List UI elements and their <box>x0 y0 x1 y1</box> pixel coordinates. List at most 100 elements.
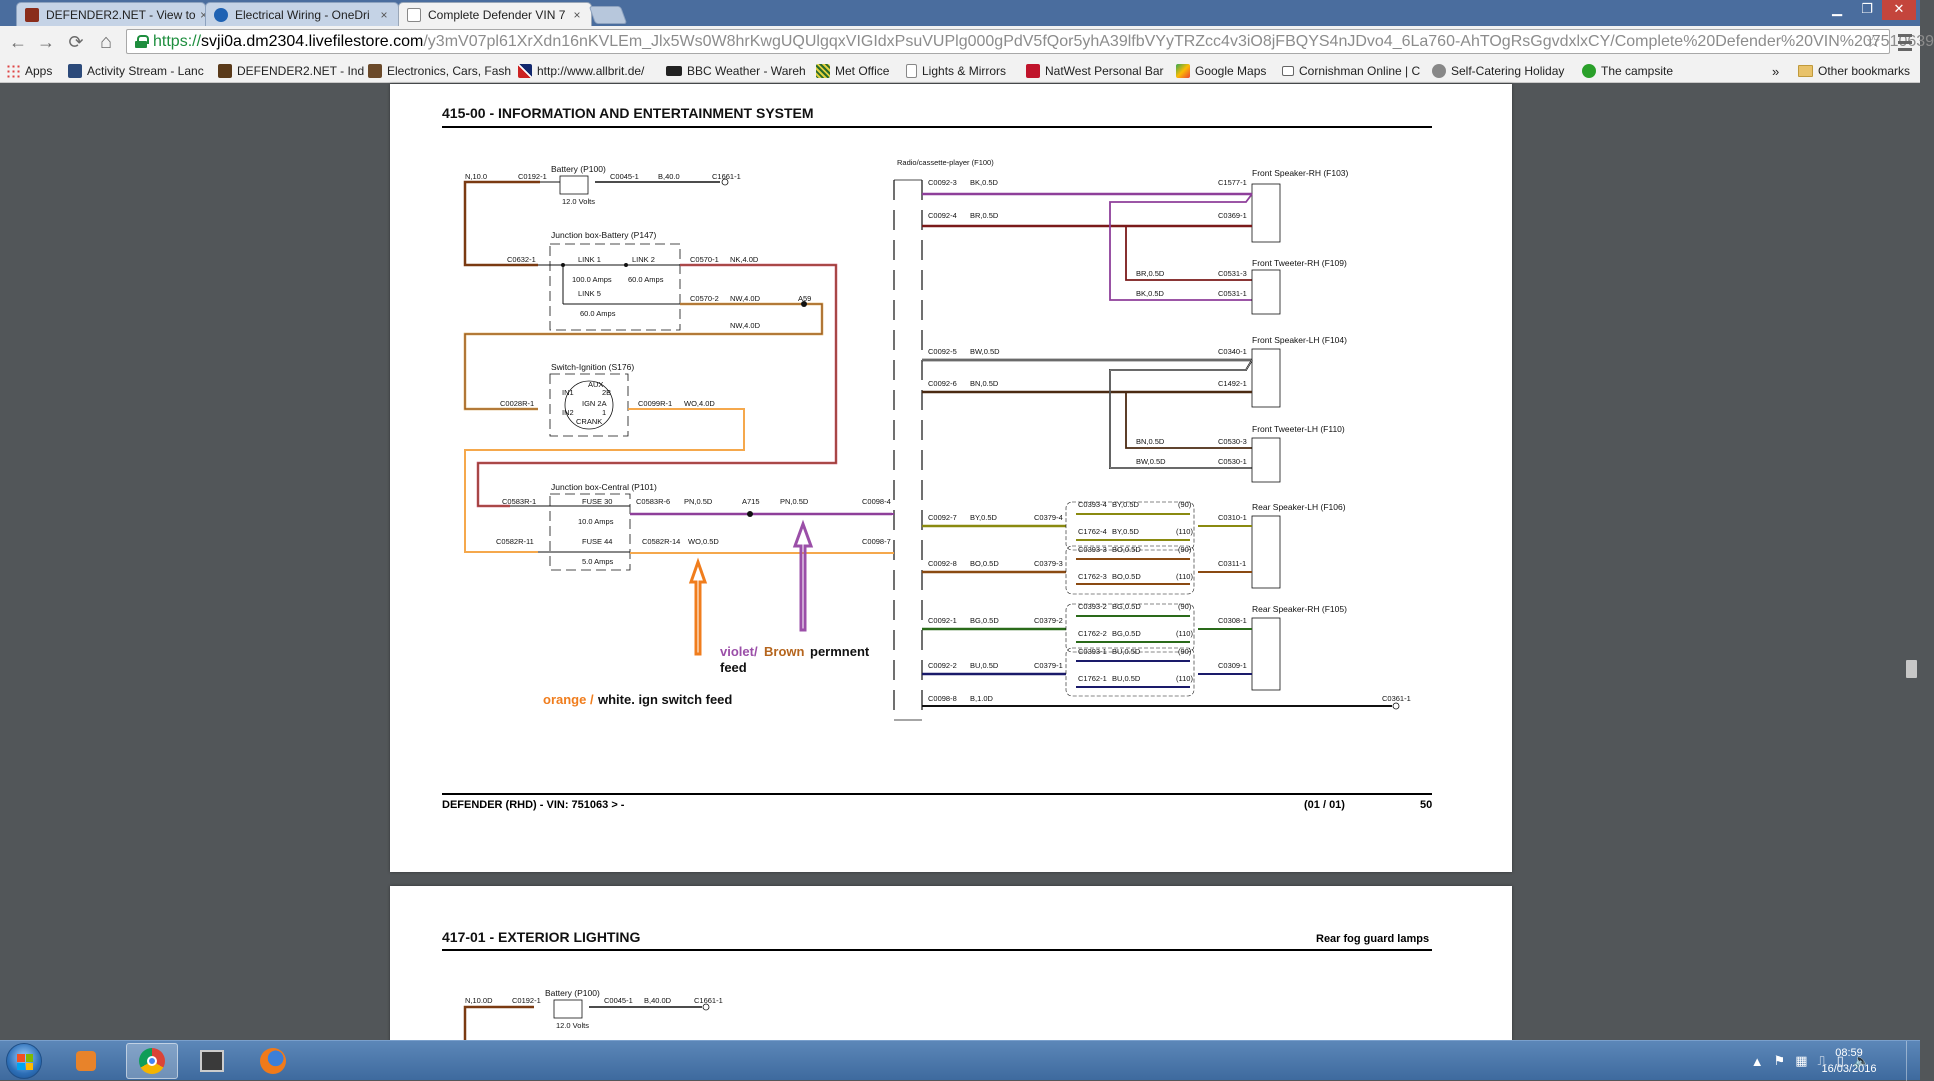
tab-strip: DEFENDER2.NET - View to × Electrical Wir… <box>0 0 1920 26</box>
wire-label: BR,0.5D <box>970 211 999 220</box>
wire-label: BK,0.5D <box>970 178 999 187</box>
bookmark-lights-mirrors[interactable]: Lights & Mirrors <box>906 62 1016 80</box>
network-icon[interactable]: ⎍ <box>1817 1053 1827 1068</box>
bookmarks-bar: Apps Activity Stream - Lanc DEFENDER2.NE… <box>0 58 1920 83</box>
tab-defender2[interactable]: DEFENDER2.NET - View to × <box>16 2 207 26</box>
taskbar-firefox[interactable] <box>248 1043 300 1079</box>
tray-expand-icon[interactable]: ▲ <box>1750 1053 1764 1069</box>
bookmark-met-office[interactable]: Met Office <box>816 62 906 80</box>
wire-label: BU,0.5D <box>1112 674 1141 683</box>
firefox-icon <box>260 1048 286 1074</box>
section-title: 415-00 - INFORMATION AND ENTERTAINMENT S… <box>442 105 814 121</box>
section-subtitle: Rear fog guard lamps <box>1316 933 1429 945</box>
connector-label: C0092-6 <box>928 379 957 388</box>
wire-length-label: (110) <box>1176 527 1193 536</box>
bookmark-star-icon[interactable]: ☆ <box>1865 32 1881 51</box>
site-icon <box>816 64 830 78</box>
battery-label: Battery (P100) <box>551 164 606 174</box>
close-window-icon[interactable]: ✕ <box>1882 0 1916 20</box>
rear-speaker-lh-label: Rear Speaker-LH (F106) <box>1252 502 1346 512</box>
new-tab-button[interactable] <box>588 6 628 24</box>
connector-label: C0379-4 <box>1034 513 1063 522</box>
display-icon[interactable]: ▦ <box>1795 1053 1808 1068</box>
minimize-icon[interactable]: ▁ <box>1832 1 1842 16</box>
bookmark-the-campsite[interactable]: The campsite <box>1582 62 1692 80</box>
taskbar-media-player[interactable] <box>60 1043 112 1079</box>
wiring-diagram-2: 417-01 - EXTERIOR LIGHTING Rear fog guar… <box>442 929 1432 1066</box>
wire-label: B,40.0 <box>658 172 680 181</box>
site-icon <box>1026 64 1040 78</box>
bookmark-electronics[interactable]: Electronics, Cars, Fash <box>368 62 511 80</box>
connector-label: C1762-2 <box>1078 629 1107 638</box>
connector-label: C0393-3 <box>1078 545 1107 554</box>
bookmark-google-maps[interactable]: Google Maps <box>1176 62 1286 80</box>
front-tweeter-lh-label: Front Tweeter-LH (F110) <box>1252 424 1345 434</box>
url-scheme: https:// <box>153 32 202 50</box>
action-center-flag-icon[interactable]: ⚑ <box>1773 1053 1786 1068</box>
bookmark-cornishman[interactable]: Cornishman Online | C <box>1282 62 1422 80</box>
taskbar-clock[interactable]: 08:59 16/03/2016 <box>1814 1045 1884 1077</box>
chrome-menu-icon[interactable] <box>1896 30 1914 54</box>
bookmark-allbrit[interactable]: http://www.allbrit.de/ <box>518 62 658 80</box>
connector-label: C0632-1 <box>507 255 536 264</box>
bookmark-apps[interactable]: Apps <box>6 62 52 80</box>
bookmark-activity-stream[interactable]: Activity Stream - Lanc <box>68 62 208 80</box>
bookmarks-overflow-chevron-icon[interactable]: » <box>1772 63 1780 79</box>
tab-close-icon[interactable]: × <box>573 7 581 22</box>
bookmark-natwest[interactable]: NatWest Personal Bar <box>1026 62 1166 80</box>
vertical-scrollbar[interactable] <box>1903 84 1920 1040</box>
fuse-label: LINK 2 <box>632 255 655 264</box>
connector-label: C0098-4 <box>862 497 891 506</box>
home-icon[interactable]: ⌂ <box>99 31 113 53</box>
connector-label: C0028R-1 <box>500 399 534 408</box>
start-button[interactable] <box>6 1043 42 1079</box>
wire-length-label: (90) <box>1178 545 1192 554</box>
bbc-icon <box>666 66 682 76</box>
annotation-permanent: permnent <box>810 644 870 659</box>
annotation-brown: Brown <box>764 644 805 659</box>
clock-date: 16/03/2016 <box>1821 1063 1877 1075</box>
connector-label: C0582R-11 <box>496 537 534 546</box>
document-icon <box>407 7 421 22</box>
connector-label: C0099R-1 <box>638 399 672 408</box>
taskbar-chrome[interactable] <box>126 1043 178 1079</box>
tab-onedrive[interactable]: Electrical Wiring - OneDri × <box>205 2 399 26</box>
back-arrow-icon[interactable]: ← <box>9 32 27 52</box>
tab-close-icon[interactable]: × <box>380 7 388 22</box>
bookmark-bbc-weather[interactable]: BBC Weather - Wareh <box>666 62 806 80</box>
show-desktop-button[interactable] <box>1906 1041 1920 1081</box>
power-icon[interactable]: ▯ <box>1836 1053 1844 1068</box>
maximize-icon[interactable]: ❐ <box>1861 1 1873 16</box>
scrollbar-thumb[interactable] <box>1906 660 1917 678</box>
tab-complete-defender[interactable]: Complete Defender VIN 7 × <box>398 2 592 26</box>
wire-label: NW,4.0D <box>730 321 761 330</box>
media-player-icon <box>76 1051 96 1071</box>
other-bookmarks-folder[interactable]: Other bookmarks <box>1798 62 1916 80</box>
switch-position: IGN 2A <box>582 399 607 408</box>
wire-length-label: (90) <box>1178 647 1192 656</box>
connector-label: C0092-3 <box>928 178 957 187</box>
jb-battery-label: Junction box-Battery (P147) <box>551 230 657 240</box>
pdf-viewer[interactable]: 415-00 - INFORMATION AND ENTERTAINMENT S… <box>0 84 1920 1066</box>
bookmark-self-catering[interactable]: Self-Catering Holiday <box>1432 62 1572 80</box>
tab-close-icon[interactable]: × <box>200 7 208 22</box>
site-icon <box>368 64 382 78</box>
connector-label: C0393-2 <box>1078 602 1107 611</box>
reload-icon[interactable]: ⟳ <box>68 32 84 52</box>
battery-label: Battery (P100) <box>545 988 600 998</box>
fuse-rating: 60.0 Amps <box>580 309 616 318</box>
fuse-label: LINK 1 <box>578 255 601 264</box>
tab-title: Complete Defender VIN 7 <box>428 7 566 22</box>
connector-label: C0583R-6 <box>636 497 670 506</box>
radio-label: Radio/cassette-player (F100) <box>897 158 994 167</box>
taskbar-app-calculator[interactable] <box>186 1043 238 1079</box>
connector-label: C0311-1 <box>1218 559 1246 568</box>
forward-arrow-icon[interactable]: → <box>37 32 55 52</box>
system-tray: ▲ ⚑ ▦ ⎍ ▯ 🔈 <box>1751 1049 1870 1073</box>
wire-label: BW,0.5D <box>970 347 1000 356</box>
site-icon <box>1282 66 1294 76</box>
bookmark-defender2[interactable]: DEFENDER2.NET - Ind <box>218 62 364 80</box>
address-bar[interactable]: https:// svji0a.dm2304.livefilestore.com… <box>126 29 1934 54</box>
wire-label: BG,0.5D <box>1112 602 1141 611</box>
volume-icon[interactable]: 🔈 <box>1853 1053 1870 1068</box>
